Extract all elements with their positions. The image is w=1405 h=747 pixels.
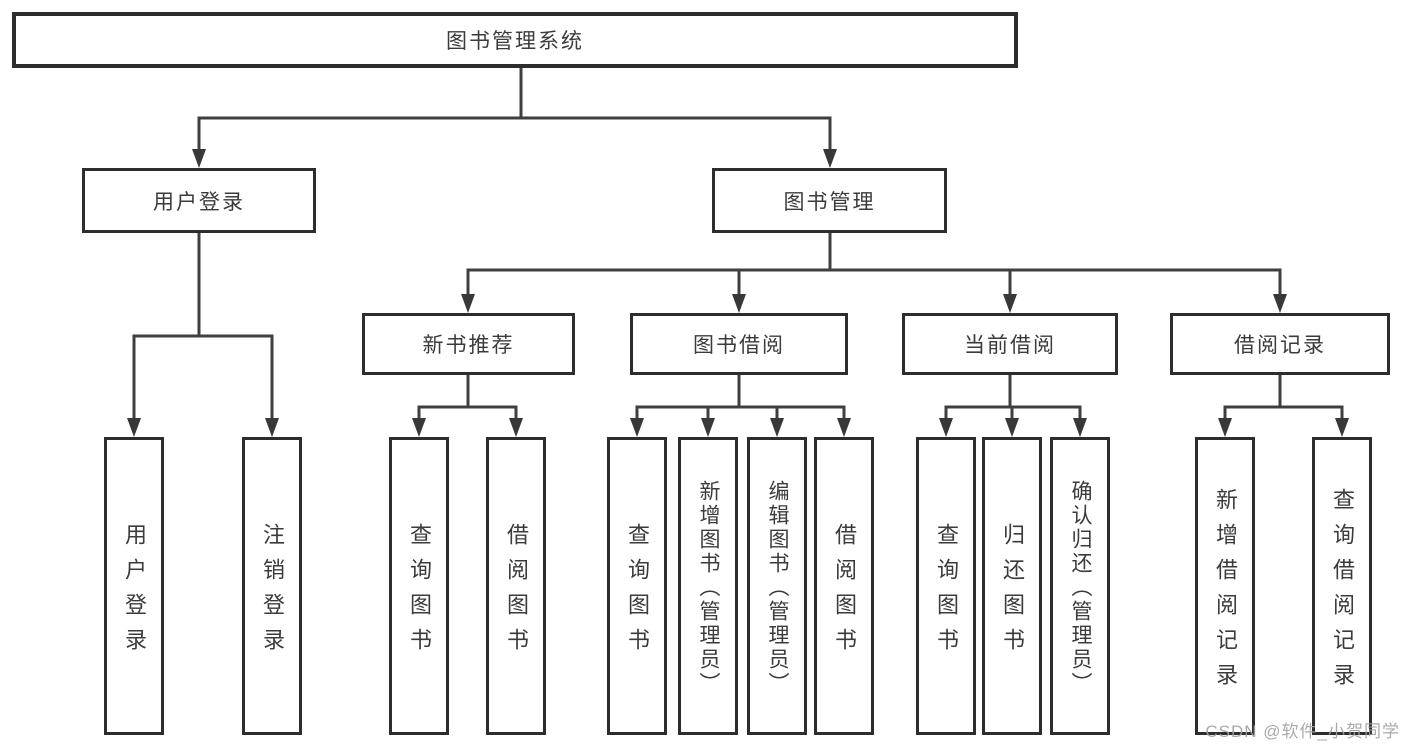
node-label: 查询借阅记录 — [1330, 487, 1355, 698]
node-book-borrowing: 图书借阅 — [630, 313, 848, 375]
node-label: 当前借阅 — [964, 334, 1056, 357]
node-label: 新增借阅记录 — [1213, 487, 1238, 698]
leaf-query-borrow-record: 查询借阅记录 — [1312, 437, 1372, 735]
node-label: 借阅图书 — [504, 522, 529, 663]
node-label: 查询图书 — [934, 522, 959, 663]
leaf-add-borrow-record: 新增借阅记录 — [1195, 437, 1255, 735]
leaf-query-books-borrow: 查询图书 — [607, 437, 667, 735]
leaf-logout: 注销登录 — [242, 437, 302, 735]
leaf-query-books-recommend: 查询图书 — [389, 437, 449, 735]
leaf-query-books-current: 查询图书 — [916, 437, 976, 735]
node-label: 用户登录 — [122, 522, 147, 663]
node-label: 确认归还（管理员） — [1069, 479, 1092, 696]
node-label: 借阅记录 — [1234, 334, 1326, 357]
csdn-watermark: CSDN @软件_小贺同学 — [1205, 722, 1400, 741]
leaf-return-book: 归还图书 — [982, 437, 1042, 735]
node-label: 编辑图书（管理员） — [766, 479, 789, 696]
connector-paths — [132, 68, 1344, 420]
node-label: 图书借阅 — [693, 334, 785, 357]
node-label: 新增图书（管理员） — [697, 479, 720, 696]
node-label: 查询图书 — [407, 522, 432, 663]
leaf-borrow-books-recommend: 借阅图书 — [486, 437, 546, 735]
node-user-login: 用户登录 — [82, 168, 316, 233]
leaf-confirm-return-admin: 确认归还（管理员） — [1050, 437, 1110, 735]
node-label: 查询图书 — [625, 522, 650, 663]
leaf-borrow-books: 借阅图书 — [814, 437, 874, 735]
leaf-user-login: 用户登录 — [104, 437, 164, 735]
arrowheads — [127, 149, 1349, 437]
leaf-add-book-admin: 新增图书（管理员） — [678, 437, 738, 735]
node-new-book-recommend: 新书推荐 — [362, 313, 575, 375]
node-book-management: 图书管理 — [712, 168, 947, 233]
leaf-edit-book-admin: 编辑图书（管理员） — [747, 437, 807, 735]
node-label: 图书管理系统 — [446, 30, 584, 53]
node-label: 图书管理 — [783, 190, 876, 214]
node-borrowing-records: 借阅记录 — [1170, 313, 1390, 375]
node-label: 归还图书 — [1000, 522, 1025, 663]
node-label: 新书推荐 — [422, 334, 515, 357]
node-label: 注销登录 — [260, 522, 285, 663]
node-library-management-system: 图书管理系统 — [12, 12, 1018, 68]
node-current-borrowing: 当前借阅 — [902, 313, 1118, 375]
node-label: 用户登录 — [153, 190, 245, 214]
node-label: 借阅图书 — [832, 522, 857, 663]
